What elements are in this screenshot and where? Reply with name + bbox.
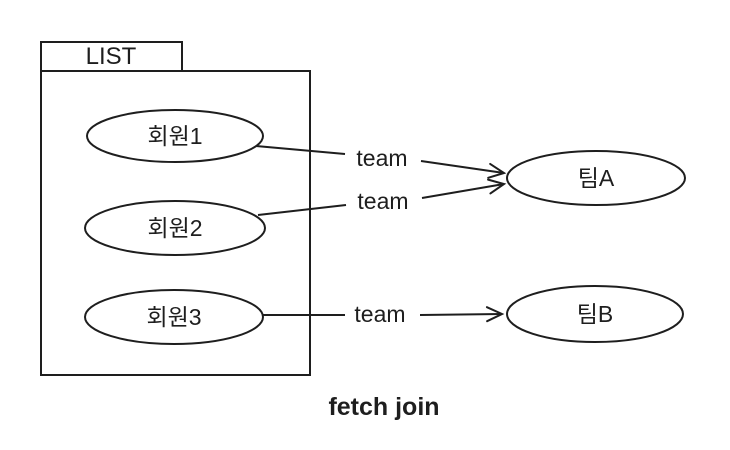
team-node-A: 팀A (506, 150, 686, 206)
team-node-B: 팀B (506, 285, 684, 343)
member-ellipse-3 (84, 289, 264, 345)
member-label-2: 회원2 (147, 215, 202, 241)
edge-arrow-member1-teamA (420, 160, 507, 179)
member-node-1: 회원1 (86, 109, 264, 163)
edge-line-member1 (255, 145, 346, 155)
edge-label-team-1: team (356, 145, 407, 171)
edge-arrow-member3-teamB (419, 306, 505, 323)
member-label-1: 회원1 (147, 123, 202, 149)
team-ellipse-B (506, 285, 684, 343)
diagram-caption: fetch join (328, 393, 439, 421)
edge-arrow-member2-teamA (421, 178, 507, 199)
edge-label-team-2: team (357, 188, 408, 214)
member-ellipse-2 (84, 200, 266, 256)
list-package-label: LIST (86, 43, 137, 70)
edge-labels: team team team (354, 145, 408, 327)
member-label-3: 회원3 (146, 304, 201, 330)
member-node-2: 회원2 (84, 200, 266, 256)
edge-label-team-3: team (354, 301, 405, 327)
team-ellipse-A (506, 150, 686, 206)
team-label-A: 팀A (578, 165, 615, 191)
edge-line-member2 (257, 204, 347, 216)
list-package-tab (40, 41, 183, 72)
team-label-B: 팀B (577, 301, 614, 327)
member-ellipse-1 (86, 109, 264, 163)
edge-lines (255, 145, 507, 323)
member-node-3: 회원3 (84, 289, 264, 345)
